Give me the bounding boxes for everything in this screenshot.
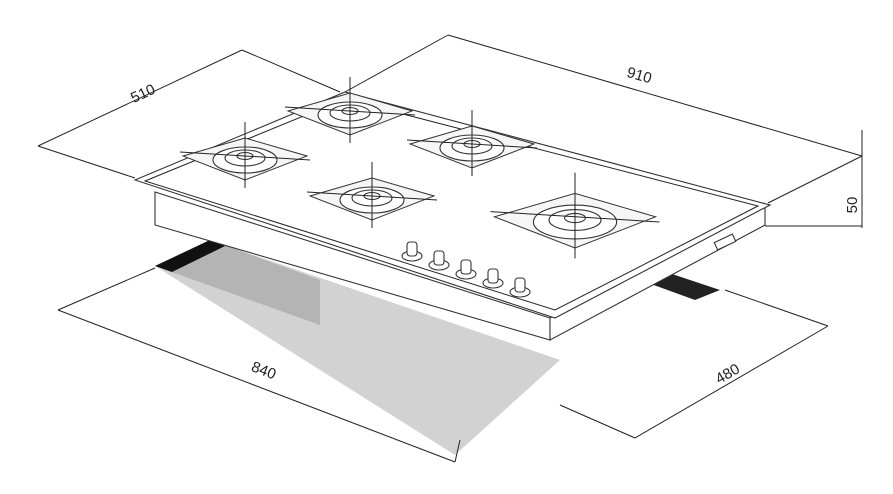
control-knob [509,277,531,298]
burner [306,162,438,228]
dim-line-depth [37,49,243,147]
burner [490,172,660,259]
control-knob [428,250,450,271]
control-knob [401,241,423,262]
burner [284,77,416,143]
burner [406,110,538,176]
hob-body [133,91,772,341]
dim-line-width [447,34,863,157]
control-knobs [401,241,531,298]
cutout-depth-label: 480 [713,360,743,387]
burners [179,77,660,259]
control-knob [455,259,477,280]
dimension-lines [37,34,863,463]
width-label: 910 [625,64,654,87]
height-label: 50 [844,197,861,214]
dim-line-cutout-depth [634,325,829,439]
depth-label: 510 [128,81,158,107]
burner [179,122,311,188]
cutout-width-label: 840 [249,358,278,383]
control-knob [482,268,504,289]
dim-line-cutout-width [57,309,456,463]
